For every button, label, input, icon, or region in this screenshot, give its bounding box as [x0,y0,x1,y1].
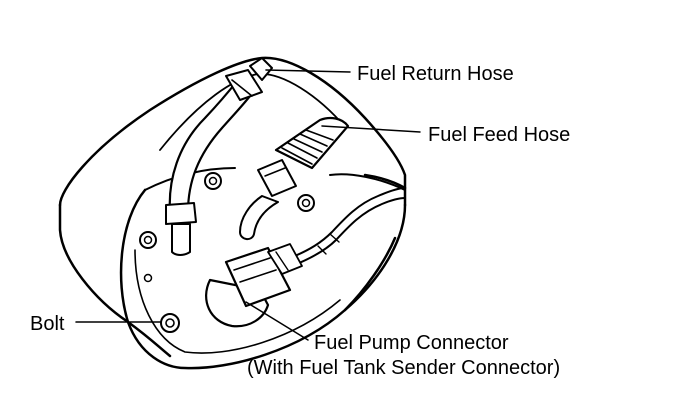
fuel-feed-hose [239,116,350,240]
wire-harness [289,187,406,267]
tank-right-edge [343,173,407,312]
bolt-lower-left [160,313,180,333]
fuel-return-hose [165,57,273,256]
leader-fuel-feed-hose [321,125,421,133]
bolts [139,172,315,333]
label-fuel-feed-hose: Fuel Feed Hose [428,124,570,146]
label-bolt: Bolt [30,313,65,335]
callout-labels: Fuel Return Hose Fuel Feed Hose Bolt Fue… [30,63,570,379]
bolt-upper-left [204,172,222,190]
bolt-center [297,194,315,212]
fuel-pump-connector [205,243,303,328]
small-nut [143,273,153,283]
label-fuel-pump-connector-note: (With Fuel Tank Sender Connector) [247,357,560,379]
label-fuel-pump-connector: Fuel Pump Connector [314,332,509,354]
leader-lines [75,69,421,341]
bolt-left [139,231,157,249]
leader-fuel-return-hose [265,69,351,73]
leader-fuel-pump-connector [245,301,309,341]
label-fuel-return-hose: Fuel Return Hose [357,63,514,85]
